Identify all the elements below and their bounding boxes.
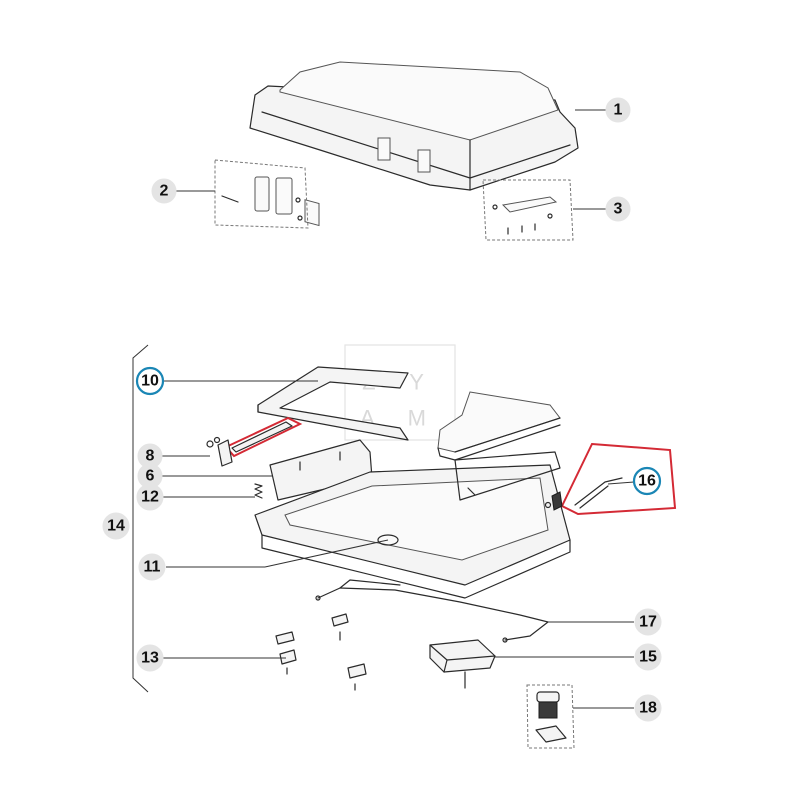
callout-8: 8 — [138, 444, 162, 468]
callout-17: 17 — [635, 609, 661, 635]
hinge-bracket-part — [207, 418, 300, 466]
callout-label: 8 — [146, 448, 155, 465]
callout-11: 11 — [139, 554, 165, 580]
callout-label: 17 — [639, 614, 657, 631]
callout-label: 12 — [141, 489, 159, 506]
callout-1: 1 — [606, 98, 630, 122]
assembly-bracket — [133, 345, 148, 692]
callout-label: 6 — [146, 468, 155, 485]
callout-label: 2 — [160, 183, 169, 200]
callout-label: 15 — [639, 649, 657, 666]
callout-label: 11 — [144, 559, 161, 576]
callout-3: 3 — [606, 197, 630, 221]
callout-label: 16 — [638, 473, 656, 490]
glass-pane-part — [438, 392, 560, 460]
callout-label: 18 — [639, 700, 657, 717]
callout-2: 2 — [152, 179, 176, 203]
callout-label: 1 — [614, 102, 623, 119]
control-unit-part — [430, 640, 495, 688]
callout-16: 16 — [634, 468, 660, 494]
callout-14: 14 — [103, 513, 129, 539]
callout-12: 12 — [137, 484, 163, 510]
handle-kit-part — [483, 180, 573, 240]
hinge-kit-part — [215, 160, 308, 228]
callout-13: 13 — [137, 645, 163, 671]
callout-label: 10 — [141, 373, 159, 390]
callout-label: 14 — [107, 518, 125, 535]
knob-kit-part — [527, 685, 574, 748]
mounting-bracket-part — [276, 614, 366, 690]
callout-10: 10 — [137, 368, 163, 394]
callout-label: 3 — [614, 201, 623, 218]
callout-15: 15 — [635, 644, 661, 670]
callout-label: 13 — [141, 650, 159, 667]
callout-18: 18 — [635, 695, 661, 721]
